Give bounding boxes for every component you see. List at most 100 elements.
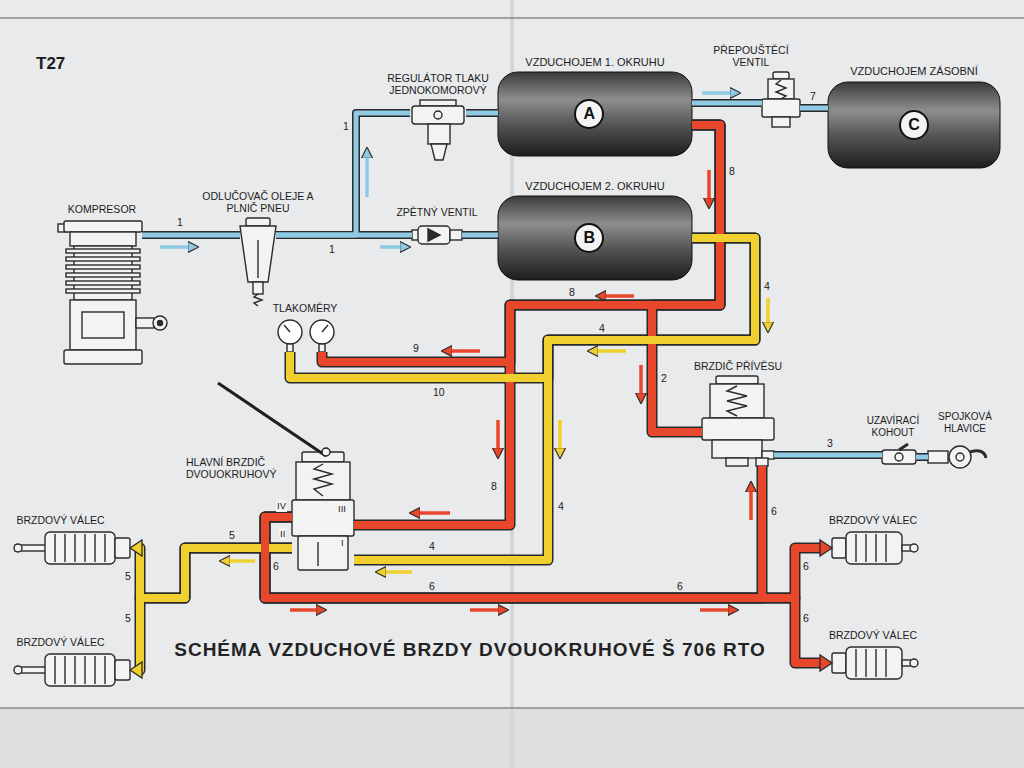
component-label: VZDUCHOJEM ZÁSOBNÍ	[850, 65, 978, 77]
pipe	[354, 238, 755, 560]
component-label: BRZDOVÝ VÁLEC	[829, 514, 917, 526]
tank-letter: B	[574, 223, 604, 253]
tank-letter: C	[899, 110, 929, 140]
pipe-number: 4	[598, 322, 606, 334]
component: KOMPRESOR	[62, 218, 142, 368]
pipe	[265, 466, 762, 598]
component: BRZDIČ PŘÍVĚSU	[702, 376, 774, 466]
component-label: SPOJKOVÁ HLAVICE	[934, 411, 996, 435]
pipe-number: 4	[557, 500, 565, 512]
pipe-number: 6	[802, 560, 810, 572]
arrowhead	[130, 540, 142, 556]
component-label: HLAVNÍ BRZDIČ DVOUOKRUHOVÝ	[186, 456, 282, 480]
diagram-title: SCHÉMA VZDUCHOVÉ BRZDY DVOUOKRUHOVÉ Š 70…	[174, 639, 766, 661]
pipe	[139, 548, 292, 598]
pipe-outline	[354, 238, 755, 560]
pipe-outline	[276, 231, 412, 239]
pipe-number: 6	[802, 612, 810, 624]
component-label: REGULÁTOR TLAKU JEDNOKOMOROVÝ	[381, 72, 495, 96]
component: ZPĚTNÝ VENTIL	[412, 224, 462, 246]
pipe-number: 5	[228, 529, 236, 541]
pipes	[130, 103, 928, 678]
component: REGULÁTOR TLAKU JEDNOKOMOROVÝ	[410, 100, 466, 162]
pipe-number: 4	[763, 280, 771, 292]
pipe-number: 6	[676, 580, 684, 592]
pipe	[466, 111, 498, 116]
pipe-number: 1	[328, 243, 336, 255]
component-label: ODLUČOVAČ OLEJE A PLNIČ PNEU	[202, 190, 314, 214]
pipe-outline	[916, 453, 928, 461]
component: TLAKOMĚRY	[273, 318, 337, 352]
pipe	[800, 106, 828, 111]
component-label: TLAKOMĚRY	[273, 302, 338, 314]
pipe	[774, 453, 882, 458]
pipe-number: 1	[176, 216, 184, 228]
pipe-number: 9	[412, 342, 420, 354]
sheet-number: T27	[36, 54, 65, 73]
component-label: ZPĚTNÝ VENTIL	[396, 206, 477, 218]
component: PŘEPOUŠTĚCÍ VENTIL	[762, 72, 800, 127]
pipe-outline	[276, 113, 410, 235]
component-label: BRZDOVÝ VÁLEC	[16, 636, 104, 648]
pipe	[276, 113, 410, 235]
pipe-number: 6	[428, 580, 436, 592]
arrowhead	[130, 662, 142, 678]
component-label: KOMPRESOR	[68, 203, 136, 215]
tank-bodies	[498, 72, 1000, 280]
pipe-outlines	[139, 103, 928, 670]
pipe-number: 7	[809, 90, 817, 102]
component: BRZDOVÝ VÁLEC	[832, 645, 914, 681]
component-label: PŘEPOUŠTĚCÍ VENTIL	[710, 44, 792, 68]
pipe	[276, 233, 412, 238]
pipe-number: 4	[428, 540, 436, 552]
component: BRZDOVÝ VÁLEC	[832, 530, 914, 566]
flow-arrows	[160, 93, 768, 610]
component-label: VZDUCHOJEM 2. OKRUHU	[525, 180, 664, 192]
pipe-number: 8	[490, 480, 498, 492]
component: UZAVÍRACÍ KOHOUT	[882, 444, 916, 470]
arrowhead	[820, 540, 832, 556]
device-drawings	[14, 72, 986, 686]
pipe-number: 3	[826, 437, 834, 449]
component: VZDUCHOJEM ZÁSOBNÍC	[828, 82, 1000, 168]
pipe-number: 2	[660, 372, 668, 384]
pipe-number: 5	[124, 570, 132, 582]
component-label: BRZDOVÝ VÁLEC	[829, 629, 917, 641]
pipe-outline	[322, 125, 720, 362]
pipe	[142, 233, 240, 238]
arrowhead	[820, 655, 832, 671]
pipe-number: 10	[432, 386, 446, 398]
port-numeral: III	[337, 503, 347, 515]
port-numeral: IV	[276, 500, 287, 512]
pipe	[265, 517, 823, 598]
component: BRZDOVÝ VÁLEC	[15, 652, 130, 688]
component: VZDUCHOJEM 2. OKRUHUB	[498, 196, 692, 280]
component: SPOJKOVÁ HLAVICE	[928, 440, 986, 470]
pipe-number: 6	[770, 505, 778, 517]
pipe-number: 6	[272, 560, 280, 572]
component: ODLUČOVAČ OLEJE A PLNIČ PNEU	[240, 218, 276, 306]
brake-pedal	[218, 383, 330, 456]
pipe-outline	[800, 104, 828, 112]
pipe-outline	[692, 99, 762, 107]
pipe-outline	[774, 451, 882, 459]
pipe	[290, 238, 755, 378]
pipe-outline	[652, 125, 720, 432]
component-label: UZAVÍRACÍ KOHOUT	[863, 415, 923, 439]
component: VZDUCHOJEM 1. OKRUHUA	[498, 72, 692, 156]
pipe-number: 8	[568, 286, 576, 298]
pipe	[692, 101, 762, 106]
pipe	[462, 233, 498, 238]
pipe	[322, 125, 720, 362]
component-label: VZDUCHOJEM 1. OKRUHU	[525, 56, 664, 68]
pipe	[652, 125, 720, 432]
pipe-number: 1	[342, 120, 350, 132]
pipe-number: 5	[124, 612, 132, 624]
pipe-outline	[354, 125, 720, 525]
pipe-outline	[462, 231, 498, 239]
port-numeral: II	[279, 528, 286, 540]
component-label: BRZDIČ PŘÍVĚSU	[694, 360, 782, 372]
pipe	[354, 125, 720, 525]
